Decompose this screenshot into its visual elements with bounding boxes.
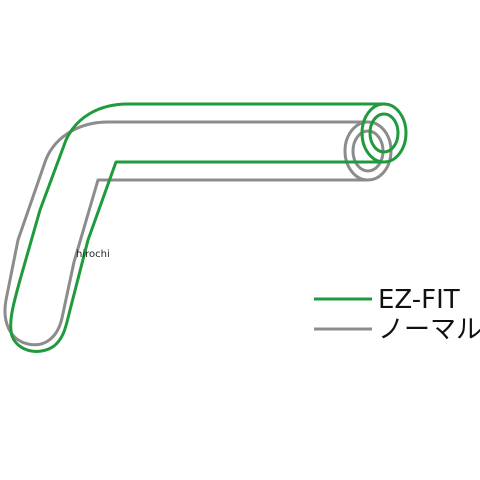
normal-handlebar-outline [3, 120, 393, 347]
legend-normal-label: ノーマル [378, 315, 480, 345]
ezfit-bar-end-inner [368, 112, 400, 154]
ezfit-bar-end-outer [360, 102, 408, 164]
ezfit-bar-body [9, 102, 386, 353]
watermark-text: hirochi [76, 249, 110, 260]
legend: EZ-FIT ノーマル [314, 285, 480, 345]
legend-ezfit-label: EZ-FIT [378, 285, 460, 315]
ezfit-handlebar-outline [9, 102, 408, 353]
